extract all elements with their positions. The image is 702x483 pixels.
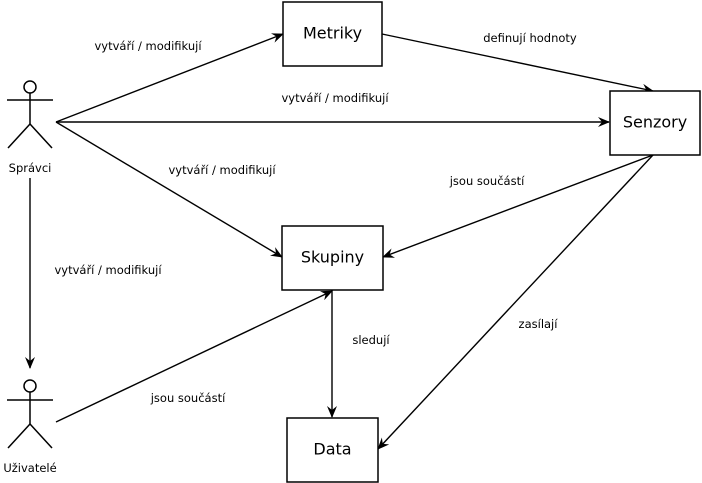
node-senzory-label: Senzory	[623, 113, 687, 132]
edge-label-spravci-skupiny: vytváří / modifikují	[168, 163, 276, 177]
actor-spravci-icon	[7, 80, 53, 149]
edge-label-spravci-senzory: vytváří / modifikují	[281, 91, 389, 105]
edge-spravci-metriky: vytváří / modifikují	[55, 33, 284, 123]
edge-metriky-senzory: definují hodnoty	[381, 31, 654, 94]
node-skupiny-label: Skupiny	[301, 248, 364, 267]
edge-label-spravci-metriky: vytváří / modifikují	[94, 39, 202, 53]
edge-skupiny-data: sledují	[327, 290, 390, 418]
node-metriky-label: Metriky	[303, 24, 362, 43]
node-data-label: Data	[313, 440, 351, 459]
edge-senzory-skupiny: jsou součástí	[382, 154, 654, 258]
edge-label-skupiny-data: sledují	[352, 333, 390, 347]
edge-spravci-skupiny: vytváří / modifikují	[55, 121, 283, 258]
actor-uzivatele[interactable]: Uživatelé	[3, 379, 57, 475]
edge-senzory-data: zasílají	[377, 154, 654, 450]
node-skupiny[interactable]: Skupiny	[281, 225, 384, 291]
actor-spravci-label: Správci	[9, 161, 52, 175]
actor-uzivatele-icon	[7, 379, 53, 449]
edge-label-senzory-data: zasílají	[519, 317, 559, 331]
edge-label-uzivatele-skupiny: jsou součástí	[150, 391, 226, 405]
node-senzory[interactable]: Senzory	[609, 90, 701, 156]
edge-label-spravci-uzivatele: vytváří / modifikují	[54, 263, 162, 277]
edge-label-metriky-senzory: definují hodnoty	[483, 31, 577, 45]
actor-uzivatele-label: Uživatelé	[3, 461, 56, 475]
edge-label-senzory-skupiny: jsou součástí	[449, 174, 525, 188]
edge-spravci-senzory: vytváří / modifikují	[56, 91, 610, 127]
node-data[interactable]: Data	[286, 417, 379, 483]
edge-spravci-uzivatele: vytváří / modifikují	[25, 178, 162, 369]
edge-uzivatele-skupiny: jsou součástí	[55, 290, 333, 423]
node-metriky[interactable]: Metriky	[282, 1, 383, 67]
actor-spravci[interactable]: Správci	[7, 80, 53, 175]
